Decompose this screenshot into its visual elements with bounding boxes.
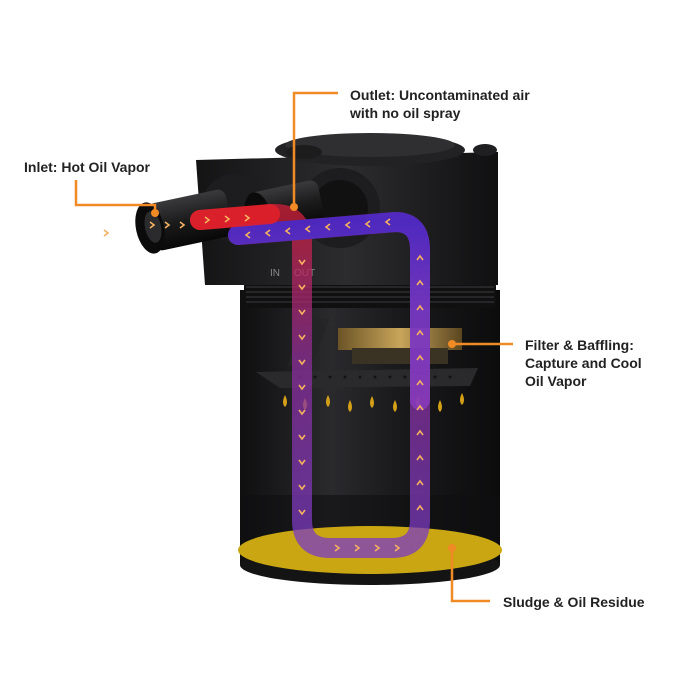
outlet-leader-line [292, 91, 338, 206]
callout-outlet-line-2: with no oil spray [350, 105, 461, 121]
callout-filter-line-2: Capture and Cool [525, 355, 642, 371]
callout-filter: Filter & Baffling: Capture and Cool Oil … [525, 336, 642, 390]
callout-outlet-line-1: Outlet: Uncontaminated air [350, 87, 530, 103]
port-label-in: IN [270, 268, 280, 279]
callout-inlet-line-1: Inlet: Hot Oil Vapor [24, 159, 151, 175]
sludge-leader-line [450, 548, 490, 603]
callout-dots [151, 203, 456, 552]
callout-inlet: Inlet: Hot Oil Vapor [24, 158, 150, 176]
callout-sludge: Sludge & Oil Residue [503, 593, 645, 611]
callout-filter-line-3: Oil Vapor [525, 373, 587, 389]
flow-arrows [103, 214, 424, 552]
callout-outlet: Outlet: Uncontaminated air with no oil s… [350, 86, 530, 122]
callout-sludge-line-1: Sludge & Oil Residue [503, 594, 645, 610]
callout-filter-line-1: Filter & Baffling: [525, 337, 634, 353]
inlet-leader-line [74, 180, 157, 212]
callout-leaders [74, 91, 513, 603]
airflow-path [190, 204, 430, 558]
